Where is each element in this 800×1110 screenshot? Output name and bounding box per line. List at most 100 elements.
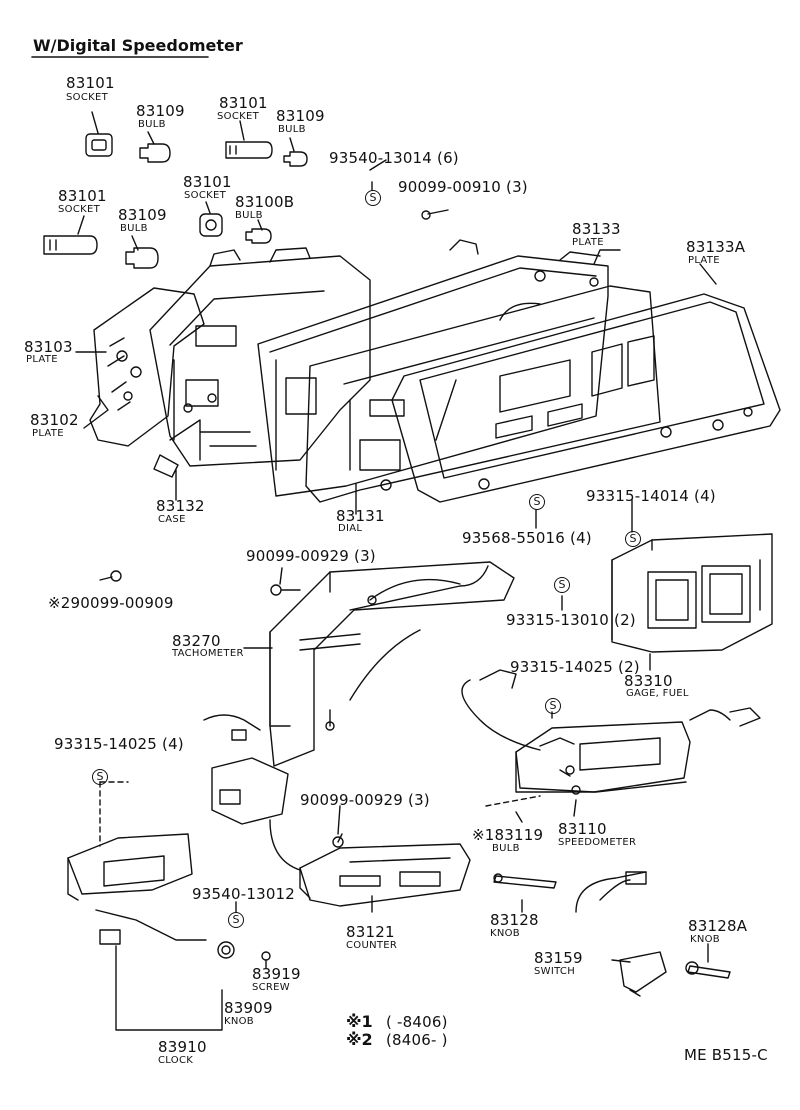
label-bulb-2-num: 83109 (276, 107, 325, 125)
knob-83128-drawing (493, 873, 557, 889)
plate-83133a-drawing (391, 293, 781, 503)
screw-90099-00929-b-drawing (332, 833, 344, 848)
clock-83910-drawing (67, 833, 207, 945)
label-screw-93540-13012: 93540-13012 (192, 885, 296, 903)
label-counter-83121-num: 83121 (346, 923, 395, 941)
reference-code: ME B515-C (684, 1046, 768, 1064)
label-bulb-83100b-name: BULB (235, 210, 263, 221)
label-clock-83910-name: CLOCK (158, 1055, 194, 1066)
label-screw-90099-00910: 90099-00910 (3) (398, 178, 528, 196)
label-socket-4-name: SOCKET (184, 190, 226, 201)
knob-83128a-drawing (685, 961, 731, 979)
label-socket-2-name: SOCKET (217, 111, 259, 122)
label-screw-90099-00929-b: 90099-00929 (3) (300, 791, 430, 809)
label-switch-83159-name: SWITCH (534, 966, 576, 977)
socket-2-drawing (225, 141, 273, 159)
label-bulb-83100b-num: 83100B (235, 193, 295, 211)
plate-83103-drawing (89, 287, 205, 447)
label-socket-3-name: SOCKET (58, 204, 100, 215)
socket-4-drawing (199, 213, 223, 237)
socket-3-drawing (43, 235, 98, 255)
label-case-83132-num: 83132 (156, 497, 205, 515)
switch-83159-drawing (575, 871, 667, 997)
screw-90099-00929-a-drawing (270, 584, 301, 596)
label-fuel-gage-83310-num: 83310 (624, 672, 673, 690)
label-knob-83909-name: KNOB (224, 1016, 254, 1027)
label-bulb-3-name: BULB (120, 223, 148, 234)
label-bulb-3-num: 83109 (118, 206, 167, 224)
label-plate-83103-num: 83103 (24, 338, 73, 356)
label-clock-83910-num: 83910 (158, 1038, 207, 1056)
label-dial-83131-num: 83131 (336, 507, 385, 525)
label-knob-83909-num: 83909 (224, 999, 273, 1017)
knob-83909-drawing (217, 941, 235, 959)
socket-1-drawing (85, 133, 113, 157)
label-screw-93540-13014: 93540-13014 (6) (329, 149, 459, 167)
label-plate-83103-name: PLATE (26, 354, 58, 365)
label-speedometer-83110-num: 83110 (558, 820, 607, 838)
s-symbol-2: S (529, 494, 545, 510)
tachometer-83270-drawing (269, 561, 515, 767)
label-screw-93315-14025-b: 93315-14025 (4) (54, 735, 184, 753)
label-speedometer-83110-name: SPEEDOMETER (558, 837, 637, 848)
s-symbol-7: S (228, 912, 244, 928)
dial-83131-drawing (305, 285, 661, 503)
label-screw-93315-14025-a: 93315-14025 (2) (510, 658, 640, 676)
label-plate-83133a-name: PLATE (688, 255, 720, 266)
label-bulb-2-name: BULB (278, 124, 306, 135)
label-knob-83128-num: 83128 (490, 911, 539, 929)
label-screw-83919-name: SCREW (252, 982, 290, 993)
note-2-mark: ※2 (346, 1030, 373, 1049)
s-symbol-4: S (554, 577, 570, 593)
screw-90099-00910-drawing (421, 209, 449, 220)
label-screw-90099-00929-a: 90099-00929 (3) (246, 547, 376, 565)
screw-83919-drawing (261, 951, 271, 969)
label-knob-83128a-name: KNOB (690, 934, 720, 945)
s-symbol-6: S (92, 769, 108, 785)
label-screw-83919-num: 83919 (252, 965, 301, 983)
label-socket-1-num: 83101 (66, 74, 115, 92)
fuel-gage-83310-drawing (611, 533, 773, 653)
label-plate-83102-num: 83102 (30, 411, 79, 429)
label-plate-83133-name: PLATE (572, 237, 604, 248)
label-fuel-gage-83310-name: GAGE, FUEL (626, 688, 689, 699)
counter-83121-drawing (299, 843, 471, 907)
label-dial-83131-name: DIAL (338, 523, 363, 534)
label-socket-1-name: SOCKET (66, 92, 108, 103)
screw-90099-00909-drawing (99, 570, 122, 582)
s-symbol-5: S (545, 698, 561, 714)
label-tachometer-83270-num: 83270 (172, 632, 221, 650)
note-2-text: (8406- ) (386, 1031, 448, 1049)
note-1-text: ( -8406) (386, 1013, 448, 1031)
label-switch-83159-num: 83159 (534, 949, 583, 967)
label-case-83132-name: CASE (158, 514, 186, 525)
label-bulb-83119-num: ※183119 (472, 826, 544, 844)
label-socket-2-num: 83101 (219, 94, 268, 112)
label-bulb-1-name: BULB (138, 119, 166, 130)
s-symbol-1: S (365, 190, 381, 206)
label-bulb-1-num: 83109 (136, 102, 185, 120)
label-screw-93568-55016: 93568-55016 (4) (462, 529, 592, 547)
label-knob-83128a-num: 83128A (688, 917, 748, 935)
s-symbol-3: S (625, 531, 641, 547)
plate-83133-drawing (257, 239, 609, 497)
label-plate-83102-name: PLATE (32, 428, 64, 439)
case-83132-drawing (149, 247, 371, 478)
label-counter-83121-name: COUNTER (346, 940, 398, 951)
label-bulb-83119-name: BULB (492, 843, 520, 854)
label-screw-93315-13010: 93315-13010 (2) (506, 611, 636, 629)
note-1-mark: ※1 (346, 1012, 373, 1031)
label-socket-3-num: 83101 (58, 187, 107, 205)
diagram-title: W/Digital Speedometer (33, 36, 243, 55)
switch-unit-drawing (203, 714, 301, 871)
speedometer-83110-drawing (461, 669, 761, 795)
label-plate-83133-num: 83133 (572, 220, 621, 238)
label-screw-93315-14014: 93315-14014 (4) (586, 487, 716, 505)
label-plate-83133a-num: 83133A (686, 238, 746, 256)
label-screw-90099-00909: ※290099-00909 (48, 594, 174, 612)
label-knob-83128-name: KNOB (490, 928, 520, 939)
label-tachometer-83270-name: TACHOMETER (172, 648, 244, 659)
bulb-1-drawing (139, 143, 171, 163)
